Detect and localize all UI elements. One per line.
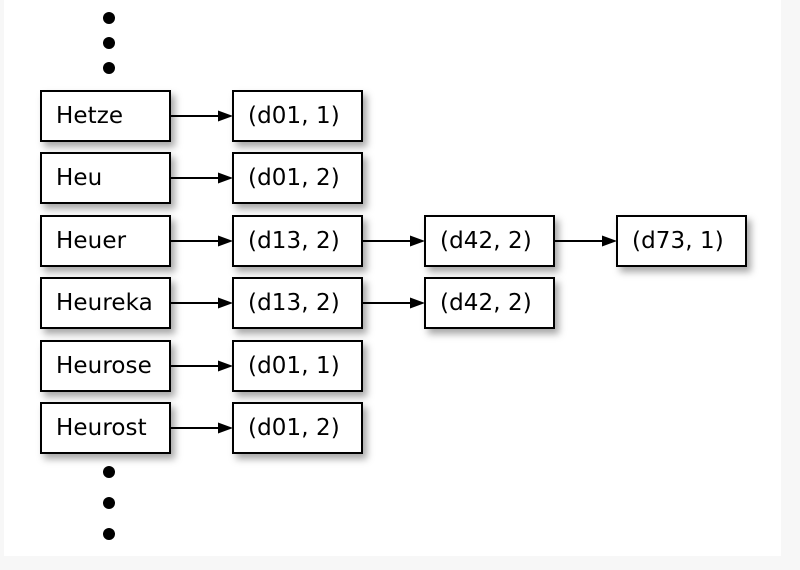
arrow-heureka-to-p1-r4 [170,296,234,310]
term-node-heuer[interactable]: Heuer [40,215,171,267]
term-node-heureka[interactable]: Heureka [40,277,171,329]
ellipsis-dot [103,62,115,74]
ellipsis-dot [103,37,115,49]
arrow-p1-r4-to-p2-r4 [362,296,426,310]
arrow-p1-r3-to-p2-r3 [362,234,426,248]
posting-label: (d01, 1) [248,352,340,379]
term-label: Heureka [56,289,153,316]
posting-label: (d42, 2) [440,227,532,254]
posting-node-p1-r3[interactable]: (d13, 2) [232,215,363,267]
ellipsis-dot [103,12,115,24]
posting-node-p1-r6[interactable]: (d01, 2) [232,402,363,454]
posting-label: (d13, 2) [248,227,340,254]
term-label: Heu [56,164,103,191]
posting-node-p1-r4[interactable]: (d13, 2) [232,277,363,329]
arrow-hetze-to-p1-r1 [170,109,234,123]
term-node-heu[interactable]: Heu [40,152,171,204]
posting-node-p1-r1[interactable]: (d01, 1) [232,90,363,142]
term-label: Heurose [56,352,152,379]
term-node-heurose[interactable]: Heurose [40,340,171,392]
term-label: Hetze [56,102,124,129]
posting-node-p2-r4[interactable]: (d42, 2) [424,277,555,329]
term-label: Heurost [56,414,147,441]
posting-node-p3-r3[interactable]: (d73, 1) [616,215,747,267]
ellipsis-dot [103,497,115,509]
arrow-heuer-to-p1-r3 [170,234,234,248]
posting-label: (d73, 1) [632,227,724,254]
arrow-heurost-to-p1-r6 [170,421,234,435]
posting-node-p1-r2[interactable]: (d01, 2) [232,152,363,204]
arrow-heurose-to-p1-r5 [170,359,234,373]
posting-label: (d01, 1) [248,102,340,129]
ellipsis-dot [103,528,115,540]
diagram-canvas: Hetze Heu Heuer Heureka Heurose Heurost … [4,0,781,556]
term-label: Heuer [56,227,127,254]
posting-label: (d01, 2) [248,414,340,441]
posting-label: (d42, 2) [440,289,532,316]
posting-label: (d01, 2) [248,164,340,191]
term-node-heurost[interactable]: Heurost [40,402,171,454]
posting-label: (d13, 2) [248,289,340,316]
term-node-hetze[interactable]: Hetze [40,90,171,142]
posting-node-p1-r5[interactable]: (d01, 1) [232,340,363,392]
arrow-p2-r3-to-p3-r3 [554,234,618,248]
arrow-heu-to-p1-r2 [170,171,234,185]
ellipsis-dot [103,466,115,478]
posting-node-p2-r3[interactable]: (d42, 2) [424,215,555,267]
